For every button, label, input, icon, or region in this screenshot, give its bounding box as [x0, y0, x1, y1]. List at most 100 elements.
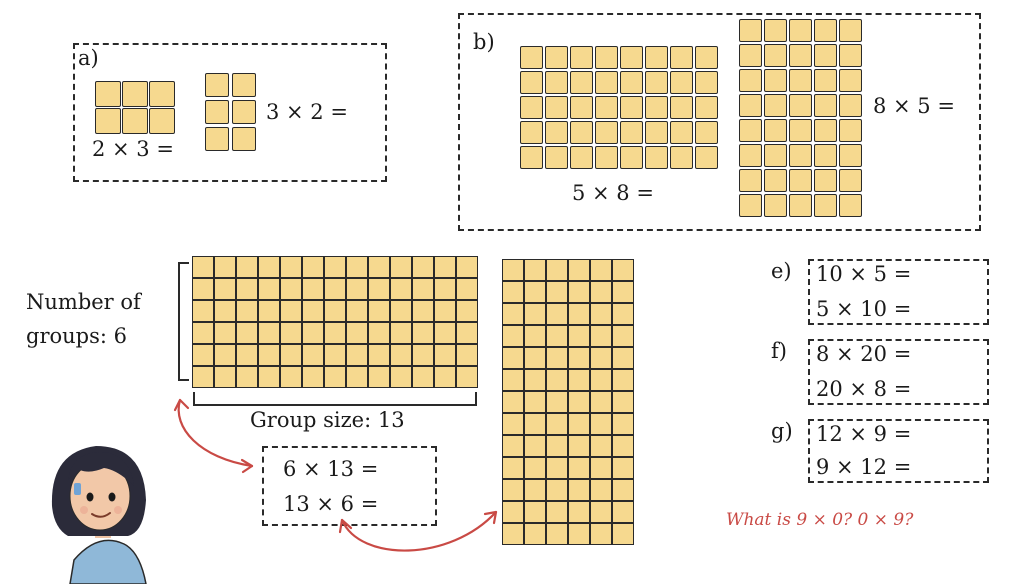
tile [739, 119, 762, 142]
part-e-expr-1: 10 × 5 = [816, 262, 912, 286]
tile [192, 366, 214, 388]
tile [570, 146, 593, 169]
tile [546, 369, 568, 391]
tile [368, 278, 390, 300]
tile [236, 300, 258, 322]
tile [280, 344, 302, 366]
tile [789, 144, 812, 167]
tile [695, 71, 718, 94]
part-b-expr-2: 8 × 5 = [873, 94, 955, 118]
tile [258, 256, 280, 278]
tile [258, 366, 280, 388]
tile [645, 146, 668, 169]
part-c-grid-6x13 [192, 256, 478, 388]
tile [192, 322, 214, 344]
tile [434, 278, 456, 300]
part-b-grid-5x8 [520, 46, 718, 169]
tile [568, 479, 590, 501]
tile [568, 523, 590, 545]
tile [149, 81, 175, 107]
part-a-box [73, 43, 387, 182]
tile [612, 281, 634, 303]
part-a-grid-3x2 [205, 73, 256, 151]
tile [236, 322, 258, 344]
tile [789, 119, 812, 142]
tile [620, 121, 643, 144]
tile [95, 108, 121, 134]
tile [412, 344, 434, 366]
tile [695, 46, 718, 69]
tile [545, 146, 568, 169]
tile [324, 278, 346, 300]
part-c-expr-1: 6 × 13 = [283, 457, 379, 481]
tile [570, 96, 593, 119]
tile [568, 457, 590, 479]
tile [546, 435, 568, 457]
tile [434, 300, 456, 322]
tile [570, 46, 593, 69]
tile [520, 96, 543, 119]
tile [524, 259, 546, 281]
tile [764, 19, 787, 42]
tile [520, 146, 543, 169]
tile [695, 96, 718, 119]
tile [280, 322, 302, 344]
tile [764, 169, 787, 192]
tile [612, 347, 634, 369]
tile [346, 344, 368, 366]
tile [590, 435, 612, 457]
tile [214, 256, 236, 278]
group-size-bracket [193, 392, 477, 406]
tile [280, 256, 302, 278]
tile [502, 501, 524, 523]
part-e-box [808, 259, 989, 325]
tile [839, 194, 862, 217]
tile [590, 303, 612, 325]
tile [789, 194, 812, 217]
tile [324, 366, 346, 388]
tile [546, 259, 568, 281]
tile [546, 413, 568, 435]
tile [524, 435, 546, 457]
tile [368, 344, 390, 366]
part-g-label: g) [771, 419, 793, 443]
tile [546, 523, 568, 545]
tile [568, 347, 590, 369]
tile [739, 94, 762, 117]
part-g-box [808, 419, 989, 483]
tile [568, 435, 590, 457]
tile [502, 435, 524, 457]
tile [236, 344, 258, 366]
part-e-label: e) [771, 259, 792, 283]
tile [280, 278, 302, 300]
tile [568, 281, 590, 303]
tile [456, 300, 478, 322]
groups-bracket [178, 262, 189, 381]
tile [192, 256, 214, 278]
tile [612, 501, 634, 523]
tile [214, 278, 236, 300]
tile [368, 256, 390, 278]
tile [390, 278, 412, 300]
tile [595, 46, 618, 69]
tile [590, 281, 612, 303]
tile [789, 69, 812, 92]
tile [814, 94, 837, 117]
tile [839, 44, 862, 67]
girl-character-illustration [51, 446, 147, 584]
part-b-grid-8x5 [739, 19, 862, 217]
tile [390, 300, 412, 322]
tile [568, 303, 590, 325]
tile [546, 479, 568, 501]
tile [695, 146, 718, 169]
tile [839, 19, 862, 42]
tile [670, 71, 693, 94]
tile [368, 322, 390, 344]
tile [258, 278, 280, 300]
tile [412, 300, 434, 322]
tile [670, 46, 693, 69]
tile [346, 256, 368, 278]
tile [645, 121, 668, 144]
tile [620, 46, 643, 69]
tile [236, 366, 258, 388]
